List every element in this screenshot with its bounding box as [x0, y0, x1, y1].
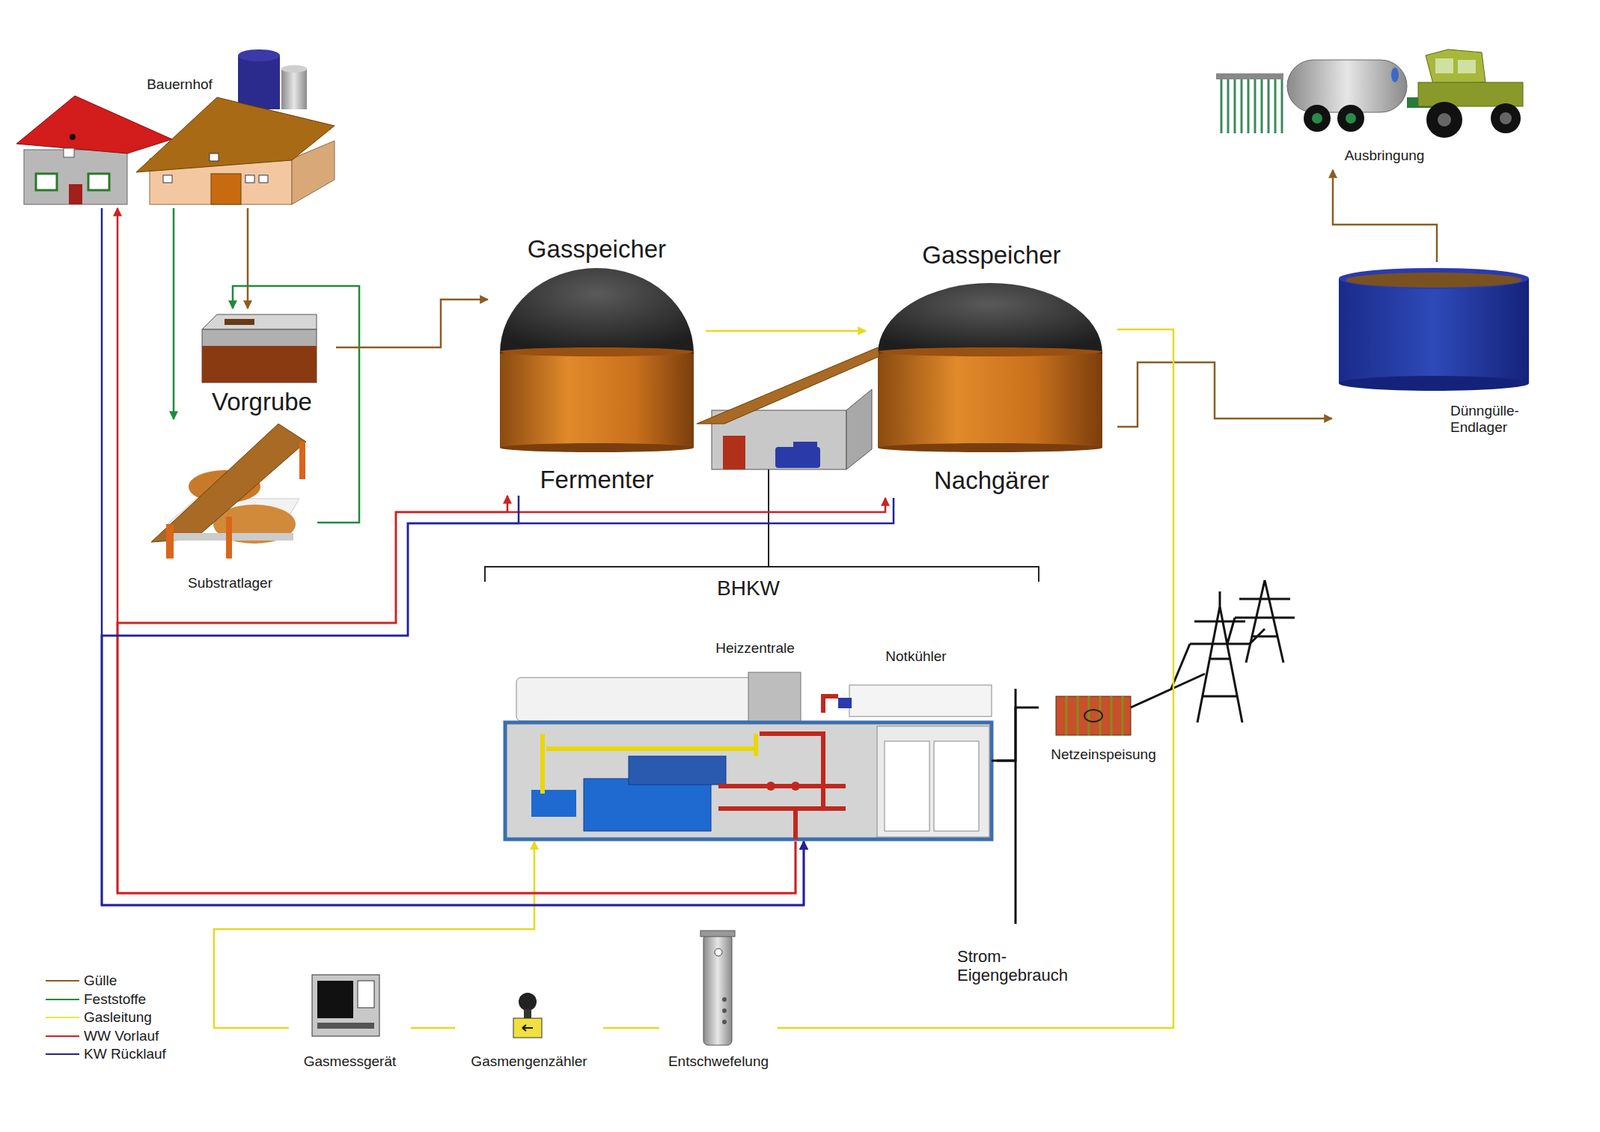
flow-line — [172, 208, 176, 420]
flow-line — [777, 329, 1174, 1028]
legend-row: WW Vorlauf — [45, 1026, 159, 1045]
part-label: Notkühler — [871, 648, 961, 665]
grid-feed: Netzeinspeisung — [1038, 684, 1169, 768]
legend-row: KW Rücklauf — [45, 1044, 167, 1063]
flow-line — [1332, 169, 1437, 262]
spreader-tube — [1220, 74, 1223, 134]
chp-unit: BHKW — [499, 574, 997, 842]
storage-tank: Dünngülle- Endlager — [1332, 261, 1542, 442]
legend-row: Gülle — [45, 971, 117, 990]
bhkw-bracket — [484, 469, 1039, 582]
tractor-drawing — [1216, 49, 1523, 138]
power-pylons — [1130, 579, 1295, 723]
flow-line — [410, 1026, 456, 1029]
flow-line — [705, 330, 866, 333]
legend-row: Gasleitung — [45, 1008, 152, 1027]
chp-container-drawing — [505, 672, 992, 839]
node-label: Entschwefelung — [659, 1052, 778, 1070]
node-label: Nachgärer — [865, 466, 1118, 495]
post-digester: GasspeicherNachgärer — [865, 239, 1118, 498]
silage-store: Substratlager — [142, 419, 318, 599]
spreader-tube — [1234, 74, 1237, 134]
flow-line — [246, 208, 250, 309]
spreader-tube — [1274, 74, 1277, 134]
part-label: Heizzentrale — [710, 639, 800, 657]
legend-label: Feststoffe — [83, 990, 146, 1008]
transformer-drawing — [1055, 695, 1131, 735]
desulfurizer-drawing — [700, 930, 735, 1045]
farm: Bauernhof — [14, 44, 345, 209]
legend-row: Feststoffe — [45, 990, 146, 1009]
node-label: Gasmessgerät — [288, 1052, 411, 1070]
node-label: Gasspeicher — [865, 240, 1118, 270]
legend-label: Gülle — [83, 972, 117, 989]
flow-line — [996, 707, 1039, 761]
flow-line — [117, 495, 796, 893]
legend-label: WW Vorlauf — [83, 1027, 159, 1044]
spreader-tube — [1260, 74, 1264, 134]
storage-tank-drawing — [1338, 267, 1529, 391]
fermenter-drawing — [499, 267, 694, 453]
plant-house-drawing — [696, 347, 880, 470]
spreader-tube — [1227, 74, 1230, 134]
gas-analyzer: Gasmessgerät — [288, 969, 411, 1074]
node-label: Bauernhof — [130, 76, 229, 93]
spreader-tractor: Ausbringung — [1208, 38, 1531, 170]
node-label: BHKW — [499, 576, 997, 601]
flow-line — [214, 841, 535, 1028]
flow-line — [117, 208, 796, 893]
node-label: Fermenter — [487, 465, 706, 494]
node-label: Gasspeicher — [487, 234, 706, 264]
node-label: Substratlager — [142, 574, 318, 592]
spreader-tube — [1247, 74, 1250, 134]
flow-line — [101, 495, 804, 905]
gas-analyzer-drawing — [312, 974, 380, 1036]
flow-line — [1117, 362, 1333, 427]
farm-drawing — [16, 49, 335, 205]
legend-label: Gasleitung — [83, 1008, 152, 1026]
post-digester-drawing — [877, 282, 1103, 453]
flow-line — [603, 1026, 660, 1029]
spreader-tube — [1281, 74, 1284, 134]
gas-meter-drawing — [513, 992, 542, 1038]
legend-swatch — [45, 1034, 80, 1037]
node-label: Dünngülle- Endlager — [1450, 402, 1533, 436]
node-label: Gasmengenzähler — [455, 1052, 604, 1070]
power-wire — [991, 688, 1016, 924]
spreader-tube — [1240, 74, 1244, 134]
spreader-tube — [1267, 74, 1270, 134]
pit-drawing — [202, 314, 317, 383]
flow-line — [101, 208, 804, 905]
pre-pit: Vorgrube — [187, 308, 337, 421]
flow-line — [336, 299, 488, 348]
fermenter: GasspeicherFermenter — [487, 233, 706, 496]
spreader-tube — [1254, 74, 1257, 134]
legend-swatch — [45, 1052, 80, 1055]
desulfurizer: Entschwefelung — [659, 924, 778, 1074]
flow-line — [117, 497, 886, 893]
legend-label: KW Rücklauf — [83, 1045, 167, 1062]
legend-swatch — [45, 998, 80, 1000]
flow-line — [232, 285, 360, 523]
node-label: Netzeinspeisung — [1038, 746, 1169, 763]
legend-swatch — [45, 979, 80, 982]
node-label: Vorgrube — [187, 387, 337, 417]
wire-label: Strom- Eigengebrauch — [957, 946, 1085, 985]
silage-shed-drawing — [151, 423, 307, 559]
flow-line — [101, 497, 894, 905]
node-label: Ausbringung — [1328, 147, 1441, 164]
legend-swatch — [45, 1016, 80, 1018]
gas-meter: Gasmengenzähler — [455, 986, 604, 1074]
